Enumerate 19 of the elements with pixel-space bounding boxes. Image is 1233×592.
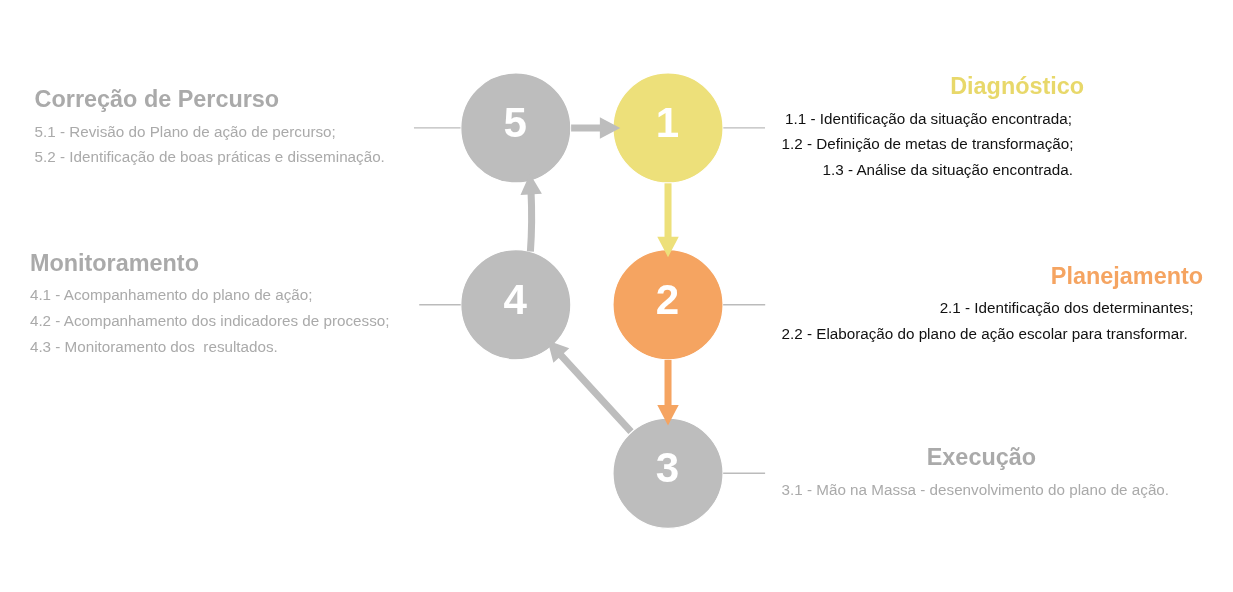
arrow bbox=[657, 359, 679, 425]
arrow bbox=[571, 116, 621, 139]
node-circle: 2 bbox=[612, 248, 724, 360]
node-circle: 1 bbox=[612, 71, 724, 183]
node-circle: 5 bbox=[460, 71, 572, 183]
connector bbox=[418, 303, 462, 305]
node-circle: 4 bbox=[460, 248, 572, 360]
arrow bbox=[547, 340, 634, 434]
connector bbox=[722, 126, 766, 129]
node-text: Diagnóstico 1.1 - Identificação da situação encontrada; 1.2 - Definição de metas de transformação; 1.3 - Análise da situação encontrada. bbox=[781, 72, 1085, 178]
node-circle: 3 bbox=[612, 417, 724, 529]
arrow bbox=[657, 182, 679, 257]
connector bbox=[722, 472, 766, 474]
node-text: Monitoramento 4.1 - Acompanhamento do plano de ação; 4.2 - Acompanhamento dos indicadores de processo; 4.3 - Monitoramento dos resultados. bbox=[29, 249, 390, 355]
connector bbox=[722, 303, 766, 305]
connector bbox=[413, 126, 462, 129]
node-text: Planejamento 2.1 - Identificação dos determinantes; 2.2 - Elaboração do plano de ação escolar para transformar. bbox=[781, 262, 1204, 342]
node-text: Correção de Percurso 5.1 - Revisão do Plano de ação de percurso; 5.2 - Identificação de boas práticas e disseminação. bbox=[34, 85, 385, 165]
node-text: Execução 3.1 - Mão na Massa - desenvolvimento do plano de ação. bbox=[781, 443, 1170, 498]
